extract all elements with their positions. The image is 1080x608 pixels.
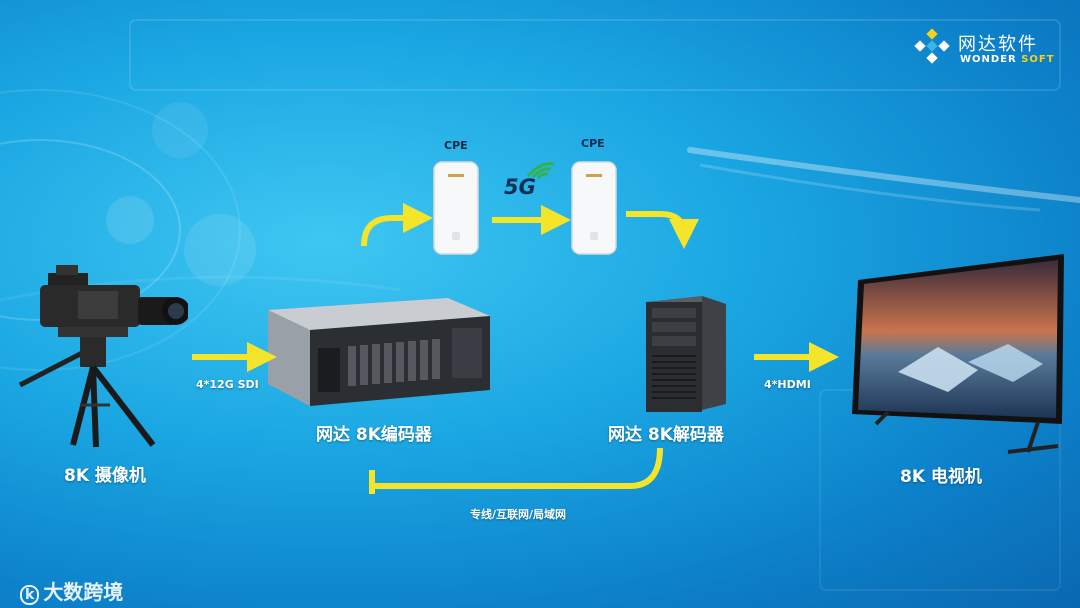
logo-name: 网达软件 xyxy=(958,34,1038,55)
logo-sub-accent: SOFT xyxy=(1021,54,1055,65)
tv-label: 8K 电视机 xyxy=(900,467,982,487)
cpe-right-icon xyxy=(571,161,617,255)
watermark-text: 大数跨境 xyxy=(43,580,124,604)
watermark-logo-icon: k xyxy=(20,585,40,605)
decoder-pc-icon xyxy=(646,296,726,412)
arrow-return-path xyxy=(372,447,663,489)
arrow-cpe-decoder xyxy=(626,211,699,249)
camera-label: 8K 摄像机 xyxy=(64,466,146,486)
logo-sub-main: WONDER xyxy=(960,54,1017,65)
decoder-label: 网达 8K解码器 xyxy=(608,425,724,445)
encoder-label: 网达 8K编码器 xyxy=(316,425,432,445)
arrow-encoder-cpe xyxy=(361,203,433,247)
cpe-left-icon xyxy=(433,161,479,255)
tv-icon xyxy=(852,254,1064,454)
encoder-server-icon xyxy=(268,298,490,406)
wireless-signal-icon xyxy=(526,162,555,179)
return-path-label: 专线/互联网/局域网 xyxy=(470,508,567,521)
cpe-right-label: CPE xyxy=(581,137,605,150)
logo-subtitle: WONDER SOFT xyxy=(960,54,1055,65)
network-5g-label: 5G xyxy=(504,175,536,199)
hdmi-link-label: 4*HDMI xyxy=(764,378,811,391)
camera-icon xyxy=(18,265,188,448)
wonder-logo-icon xyxy=(914,28,950,64)
sdi-link-label: 4*12G SDI xyxy=(196,378,259,391)
cpe-left-label: CPE xyxy=(444,139,468,152)
